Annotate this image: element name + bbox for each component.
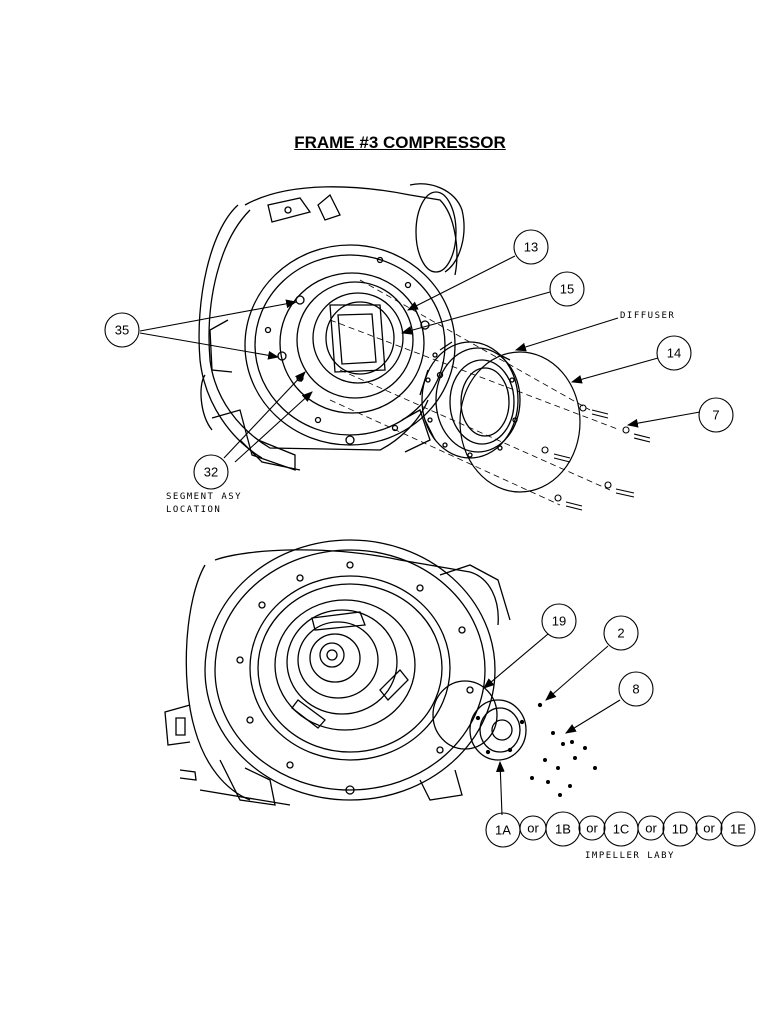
callout-8-balloon <box>618 671 654 707</box>
or-balloon-4 <box>695 815 723 841</box>
or-balloon-2 <box>578 815 606 841</box>
or-label-4: or <box>703 820 715 835</box>
or-label-1: or <box>527 820 539 835</box>
callout-1B-label: 1B <box>555 821 571 836</box>
diffuser-ring <box>419 341 521 459</box>
callout-35-label: 35 <box>115 322 129 337</box>
diffuser-note: DIFFUSER <box>620 311 675 321</box>
callout-7-balloon <box>698 397 734 433</box>
or-balloon-3 <box>637 815 665 841</box>
diagram-title: FRAME #3 COMPRESSOR <box>294 133 506 152</box>
or-balloon-1 <box>519 815 547 841</box>
callout-8-label: 8 <box>632 681 639 696</box>
o-ring-14 <box>459 351 581 493</box>
callout-15-label: 15 <box>560 281 574 296</box>
callout-14-balloon <box>656 335 692 371</box>
callout-32-label: 32 <box>204 464 218 479</box>
callout-19-label: 19 <box>552 613 566 628</box>
callout-35-balloon <box>104 312 140 348</box>
callout-13-label: 13 <box>524 239 538 254</box>
or-label-3: or <box>645 820 657 835</box>
or-label-2: or <box>586 820 598 835</box>
callout-1C-label: 1C <box>613 821 630 836</box>
callout-1A-label: 1A <box>495 822 511 837</box>
callout-19-balloon <box>541 603 577 639</box>
callout-1E-label: 1E <box>730 821 746 836</box>
callout-1E-balloon <box>720 811 756 847</box>
callout-15-balloon <box>549 271 585 307</box>
bolt-set-7 <box>541 404 651 511</box>
callout-1D-balloon <box>662 811 698 847</box>
segment-asy-note-line2: LOCATION <box>166 505 221 515</box>
callout-14-label: 14 <box>667 345 681 360</box>
top-compressor-housing <box>198 183 621 506</box>
callout-13-balloon <box>513 229 549 265</box>
callout-32-balloon <box>193 454 229 490</box>
callout-2-label: 2 <box>617 625 624 640</box>
impeller-laby-parts <box>432 680 543 761</box>
callout-2-balloon <box>603 615 639 651</box>
leader-lines <box>139 255 701 816</box>
screw-set-8 <box>530 731 597 797</box>
callout-1D-label: 1D <box>672 821 689 836</box>
bottom-compressor-housing <box>164 539 511 806</box>
segment-asy-note-line1: SEGMENT ASY <box>166 492 242 502</box>
callout-7-label: 7 <box>712 407 719 422</box>
impeller-laby-note: IMPELLER LABY <box>585 851 675 861</box>
